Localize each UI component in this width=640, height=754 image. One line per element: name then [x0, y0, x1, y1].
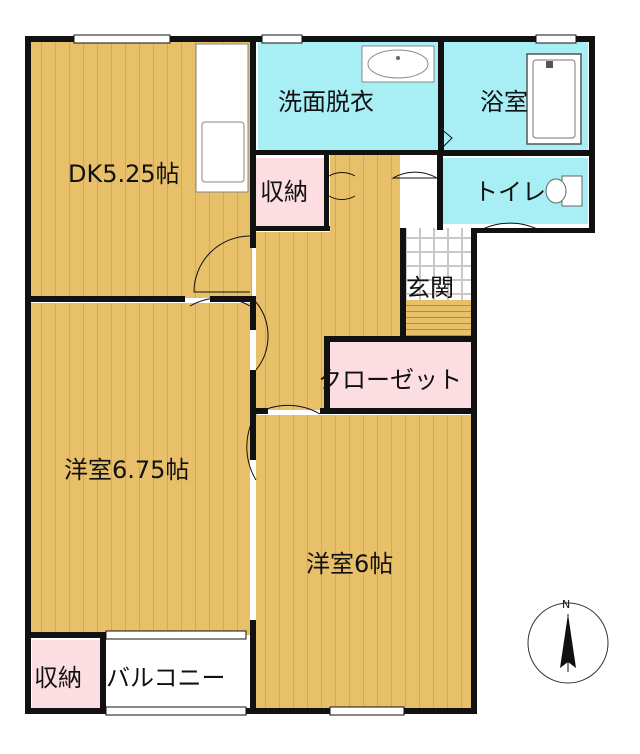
kitchen-counter: [195, 43, 249, 193]
compass-north-label: N: [562, 598, 571, 611]
toilet-bowl: [545, 175, 583, 207]
room-label-storage-bottom: 収納: [34, 664, 82, 692]
hall-upper-floor: [330, 155, 400, 235]
storage-bottom-floor: [32, 640, 102, 708]
room-label-dk: DK5.25帖: [68, 160, 180, 188]
entrance-step: [405, 300, 471, 336]
room-label-balcony: バルコニー: [106, 664, 226, 692]
room-label-storage-mid: 収納: [260, 178, 308, 206]
room-label-washroom: 洗面脱衣: [278, 88, 374, 116]
balcony-floor: [106, 640, 250, 708]
room-label-toilet: トイレ: [474, 178, 546, 206]
entrance-floor: [405, 228, 471, 300]
room-western-b-floor: [256, 415, 472, 710]
compass: [527, 602, 609, 684]
windows: [73, 34, 577, 716]
room-label-closet: クローゼット: [318, 366, 462, 394]
room-western-a-floor: [30, 303, 250, 635]
closet-floor: [330, 342, 472, 408]
room-label-western-b: 洋室6帖: [306, 550, 394, 578]
room-label-bath: 浴室: [480, 88, 528, 116]
walls: [25, 36, 595, 714]
room-label-western-a: 洋室6.75帖: [64, 456, 190, 484]
bathtub: [526, 53, 582, 145]
washbasin: [361, 45, 435, 83]
storage-mid-floor: [256, 158, 328, 228]
doors: [189, 127, 544, 481]
room-label-entrance: 玄関: [406, 274, 454, 302]
